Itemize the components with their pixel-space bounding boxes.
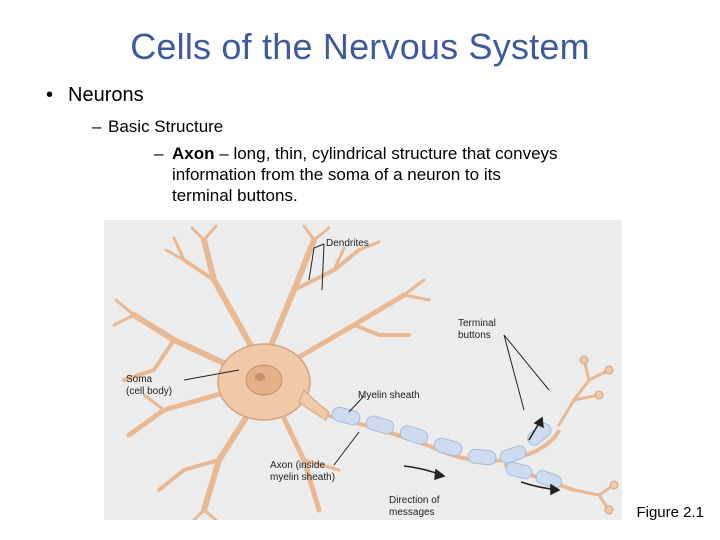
direction-arrows: [403, 416, 561, 496]
bullet-text: Neurons: [68, 84, 144, 106]
sub-sub-bullet-axon: –Axon – long, thin, cylindrical structur…: [154, 143, 654, 206]
bullet-marker: •: [46, 84, 54, 106]
sub-sub-bullet-marker: –: [154, 144, 164, 163]
label-axon-line1: Axon (inside: [270, 460, 326, 471]
label-soma-line1: Soma: [126, 374, 153, 385]
neuron-illustration: [112, 224, 619, 520]
label-soma-line2: (cell body): [126, 386, 173, 397]
label-axon: Axon (inside myelin sheath): [270, 460, 335, 484]
label-direction-line1: Direction of: [389, 495, 440, 506]
label-direction-line2: messages: [389, 507, 435, 518]
slide-title: Cells of the Nervous System: [130, 26, 590, 67]
dendrites-drawing: [112, 224, 431, 520]
terminal-button-knobs: [579, 355, 619, 515]
label-terminal-buttons: Terminal buttons: [458, 318, 496, 342]
label-terminal-line1: Terminal: [458, 318, 496, 329]
label-dendrites: Dendrites: [326, 238, 369, 249]
axon-definition: long, thin, cylindrical structure that c…: [233, 144, 558, 163]
label-axon-line2: myelin sheath): [270, 472, 336, 483]
axon-hillock: [298, 389, 330, 421]
axon-definition-line3: terminal buttons.: [172, 186, 298, 205]
label-soma: Soma (cell body): [126, 374, 172, 398]
axon-term: Axon: [172, 144, 215, 163]
neuron-figure: Dendrites Terminal buttons Soma (cell bo…: [104, 220, 622, 520]
figure-caption: Figure 2.1: [634, 504, 706, 521]
label-direction-of-messages: Direction of messages: [389, 495, 440, 519]
label-myelin-sheath: Myelin sheath: [358, 390, 420, 401]
soma-nucleus: [245, 364, 283, 396]
definition-separator: –: [219, 144, 229, 163]
sub-bullet-marker: –: [92, 117, 102, 136]
bullet-neurons: • Neurons: [46, 84, 144, 107]
axon-definition-line2: information from the soma of a neuron to…: [172, 165, 501, 184]
soma-nucleolus: [255, 373, 265, 381]
label-leader-lines: [183, 243, 550, 466]
sub-bullet-text: Basic Structure: [108, 117, 224, 136]
myelin-sheath-segments: [331, 406, 563, 489]
sub-bullet-basic-structure: –Basic Structure: [92, 117, 223, 137]
label-terminal-line2: buttons: [458, 330, 491, 341]
